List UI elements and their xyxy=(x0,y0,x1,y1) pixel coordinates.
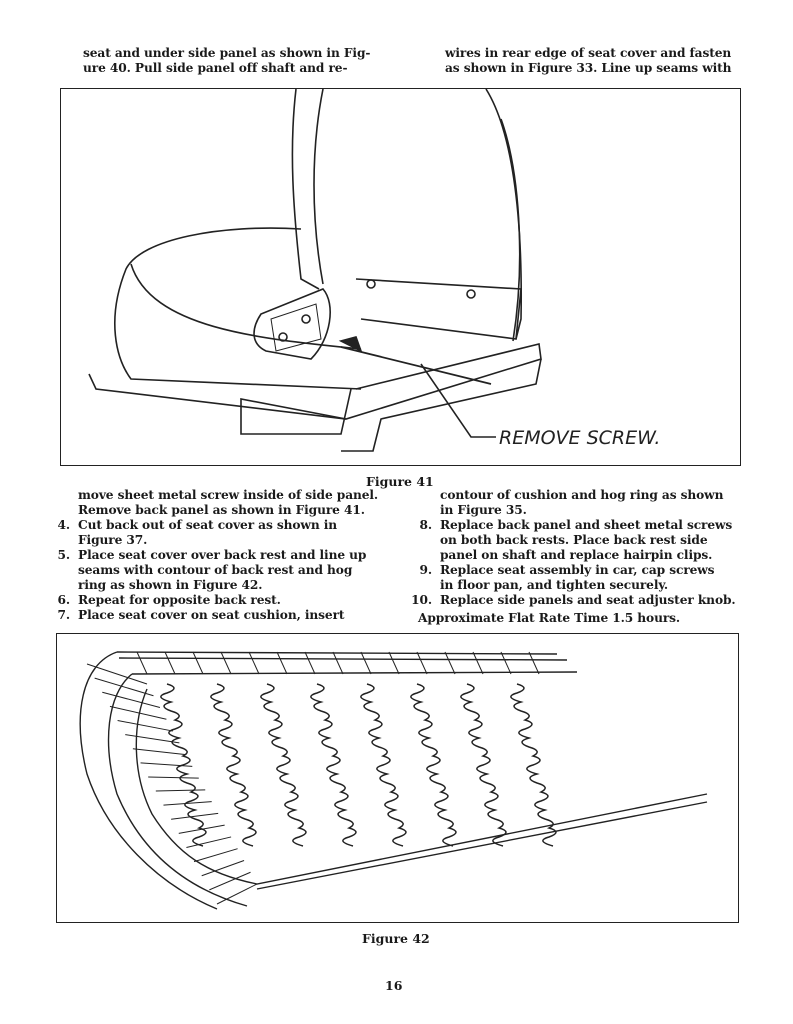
step-number: 4. xyxy=(57,518,70,532)
top-left-line-1: seat and under side panel as shown in Fi… xyxy=(83,46,371,60)
flat-rate-time: Approximate Flat Rate Time 1.5 hours. xyxy=(418,611,681,625)
top-right-line-2: as shown in Figure 33. Line up seams wit… xyxy=(445,61,732,75)
step-text-line: Replace back panel and sheet metal screw… xyxy=(440,518,733,532)
step-number: 5. xyxy=(57,548,70,562)
step-text-line: Cut back out of seat cover as shown in xyxy=(78,518,338,532)
step-text-line: Place seat cover on seat cushion, insert xyxy=(78,608,345,622)
top-right-line-1: wires in rear edge of seat cover and fas… xyxy=(445,46,732,60)
top-left-line-2: ure 40. Pull side panel off shaft and re… xyxy=(83,61,348,75)
step-text-line: Replace side panels and seat adjuster kn… xyxy=(440,593,736,607)
figure-41-caption: Figure 41 xyxy=(366,474,434,489)
step-number: 9. xyxy=(419,563,432,577)
figure-42-caption: Figure 42 xyxy=(362,931,430,946)
step-text-line: Figure 37. xyxy=(78,533,148,547)
step-text-line: on both back rests. Place back rest side xyxy=(440,533,708,547)
step-text-line: panel on shaft and replace hairpin clips… xyxy=(440,548,713,562)
step-text-line: in Figure 35. xyxy=(440,503,527,517)
step-text-line: Repeat for opposite back rest. xyxy=(78,593,281,607)
page-number: 16 xyxy=(385,978,403,993)
step-number: 7. xyxy=(57,608,70,622)
remove-screw-callout: REMOVE SCREW. xyxy=(499,427,660,449)
step-text-line: Replace seat assembly in car, cap screws xyxy=(440,563,715,577)
step-text-line: in floor pan, and tighten securely. xyxy=(440,578,669,592)
step-text-line: move sheet metal screw inside of side pa… xyxy=(78,488,379,502)
figure-42-illustration xyxy=(56,633,739,923)
step-number: 10. xyxy=(411,593,432,607)
step-text-line: seams with contour of back rest and hog xyxy=(78,563,353,577)
step-text-line: ring as shown in Figure 42. xyxy=(78,578,263,592)
step-text-line: Place seat cover over back rest and line… xyxy=(78,548,367,562)
step-number: 8. xyxy=(419,518,432,532)
step-number: 6. xyxy=(57,593,70,607)
step-text-line: Remove back panel as shown in Figure 41. xyxy=(78,503,365,517)
figure-41-illustration: REMOVE SCREW. xyxy=(60,88,741,466)
step-text-line: contour of cushion and hog ring as shown xyxy=(440,488,724,502)
